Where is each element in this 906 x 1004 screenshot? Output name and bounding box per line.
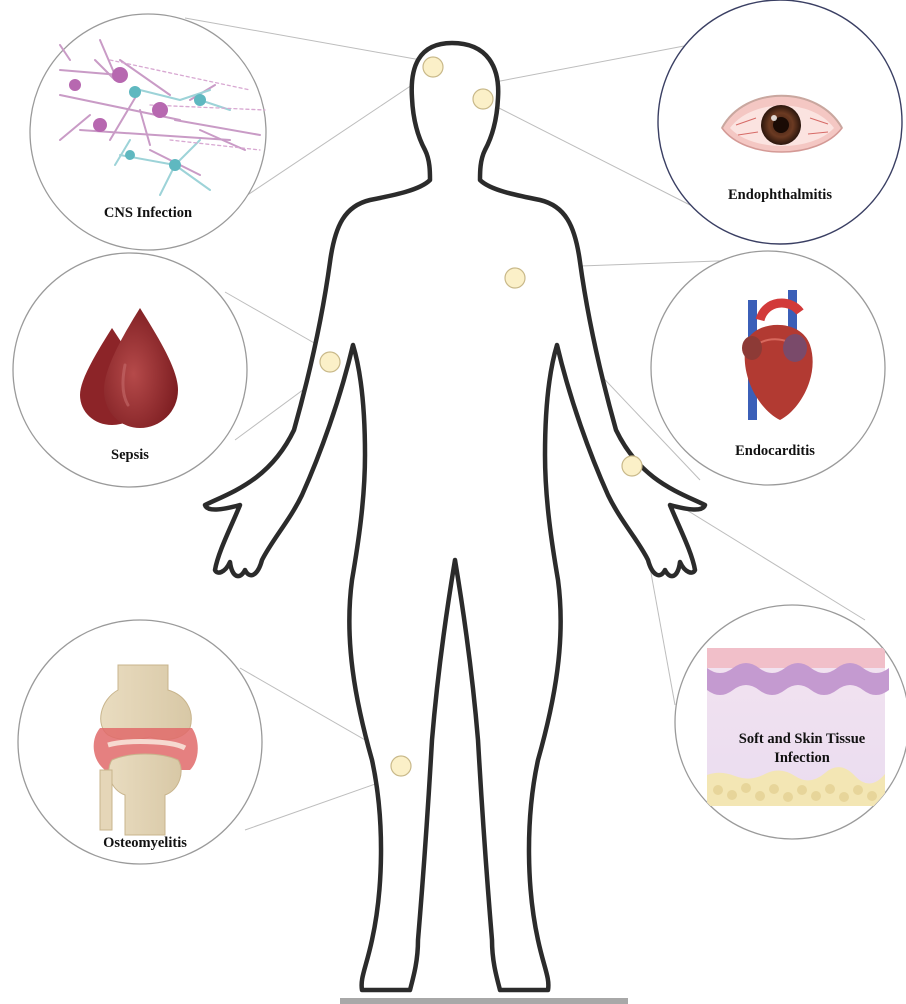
skin-layers-icon [707,648,889,806]
cns-infection-label: CNS Infection [68,204,228,222]
skin-tissue-panel [675,605,906,839]
skin-tissue-label-line1: Soft and Skin Tissue [712,730,892,748]
marker-forearm [622,456,642,476]
sepsis-label: Sepsis [80,446,180,464]
endophthalmitis-panel [658,0,902,244]
floor-bar [340,998,628,1004]
body-outline [205,43,705,990]
endocarditis-label: Endocarditis [700,442,850,460]
marker-eye [473,89,493,109]
osteomyelitis-label: Osteomyelitis [75,834,215,852]
skin-tissue-label-line2: Infection [712,749,892,767]
marker-arm [320,352,340,372]
marker-heart [505,268,525,288]
marker-head [423,57,443,77]
osteomyelitis-panel [18,620,262,864]
endophthalmitis-label: Endophthalmitis [700,186,860,204]
marker-knee [391,756,411,776]
